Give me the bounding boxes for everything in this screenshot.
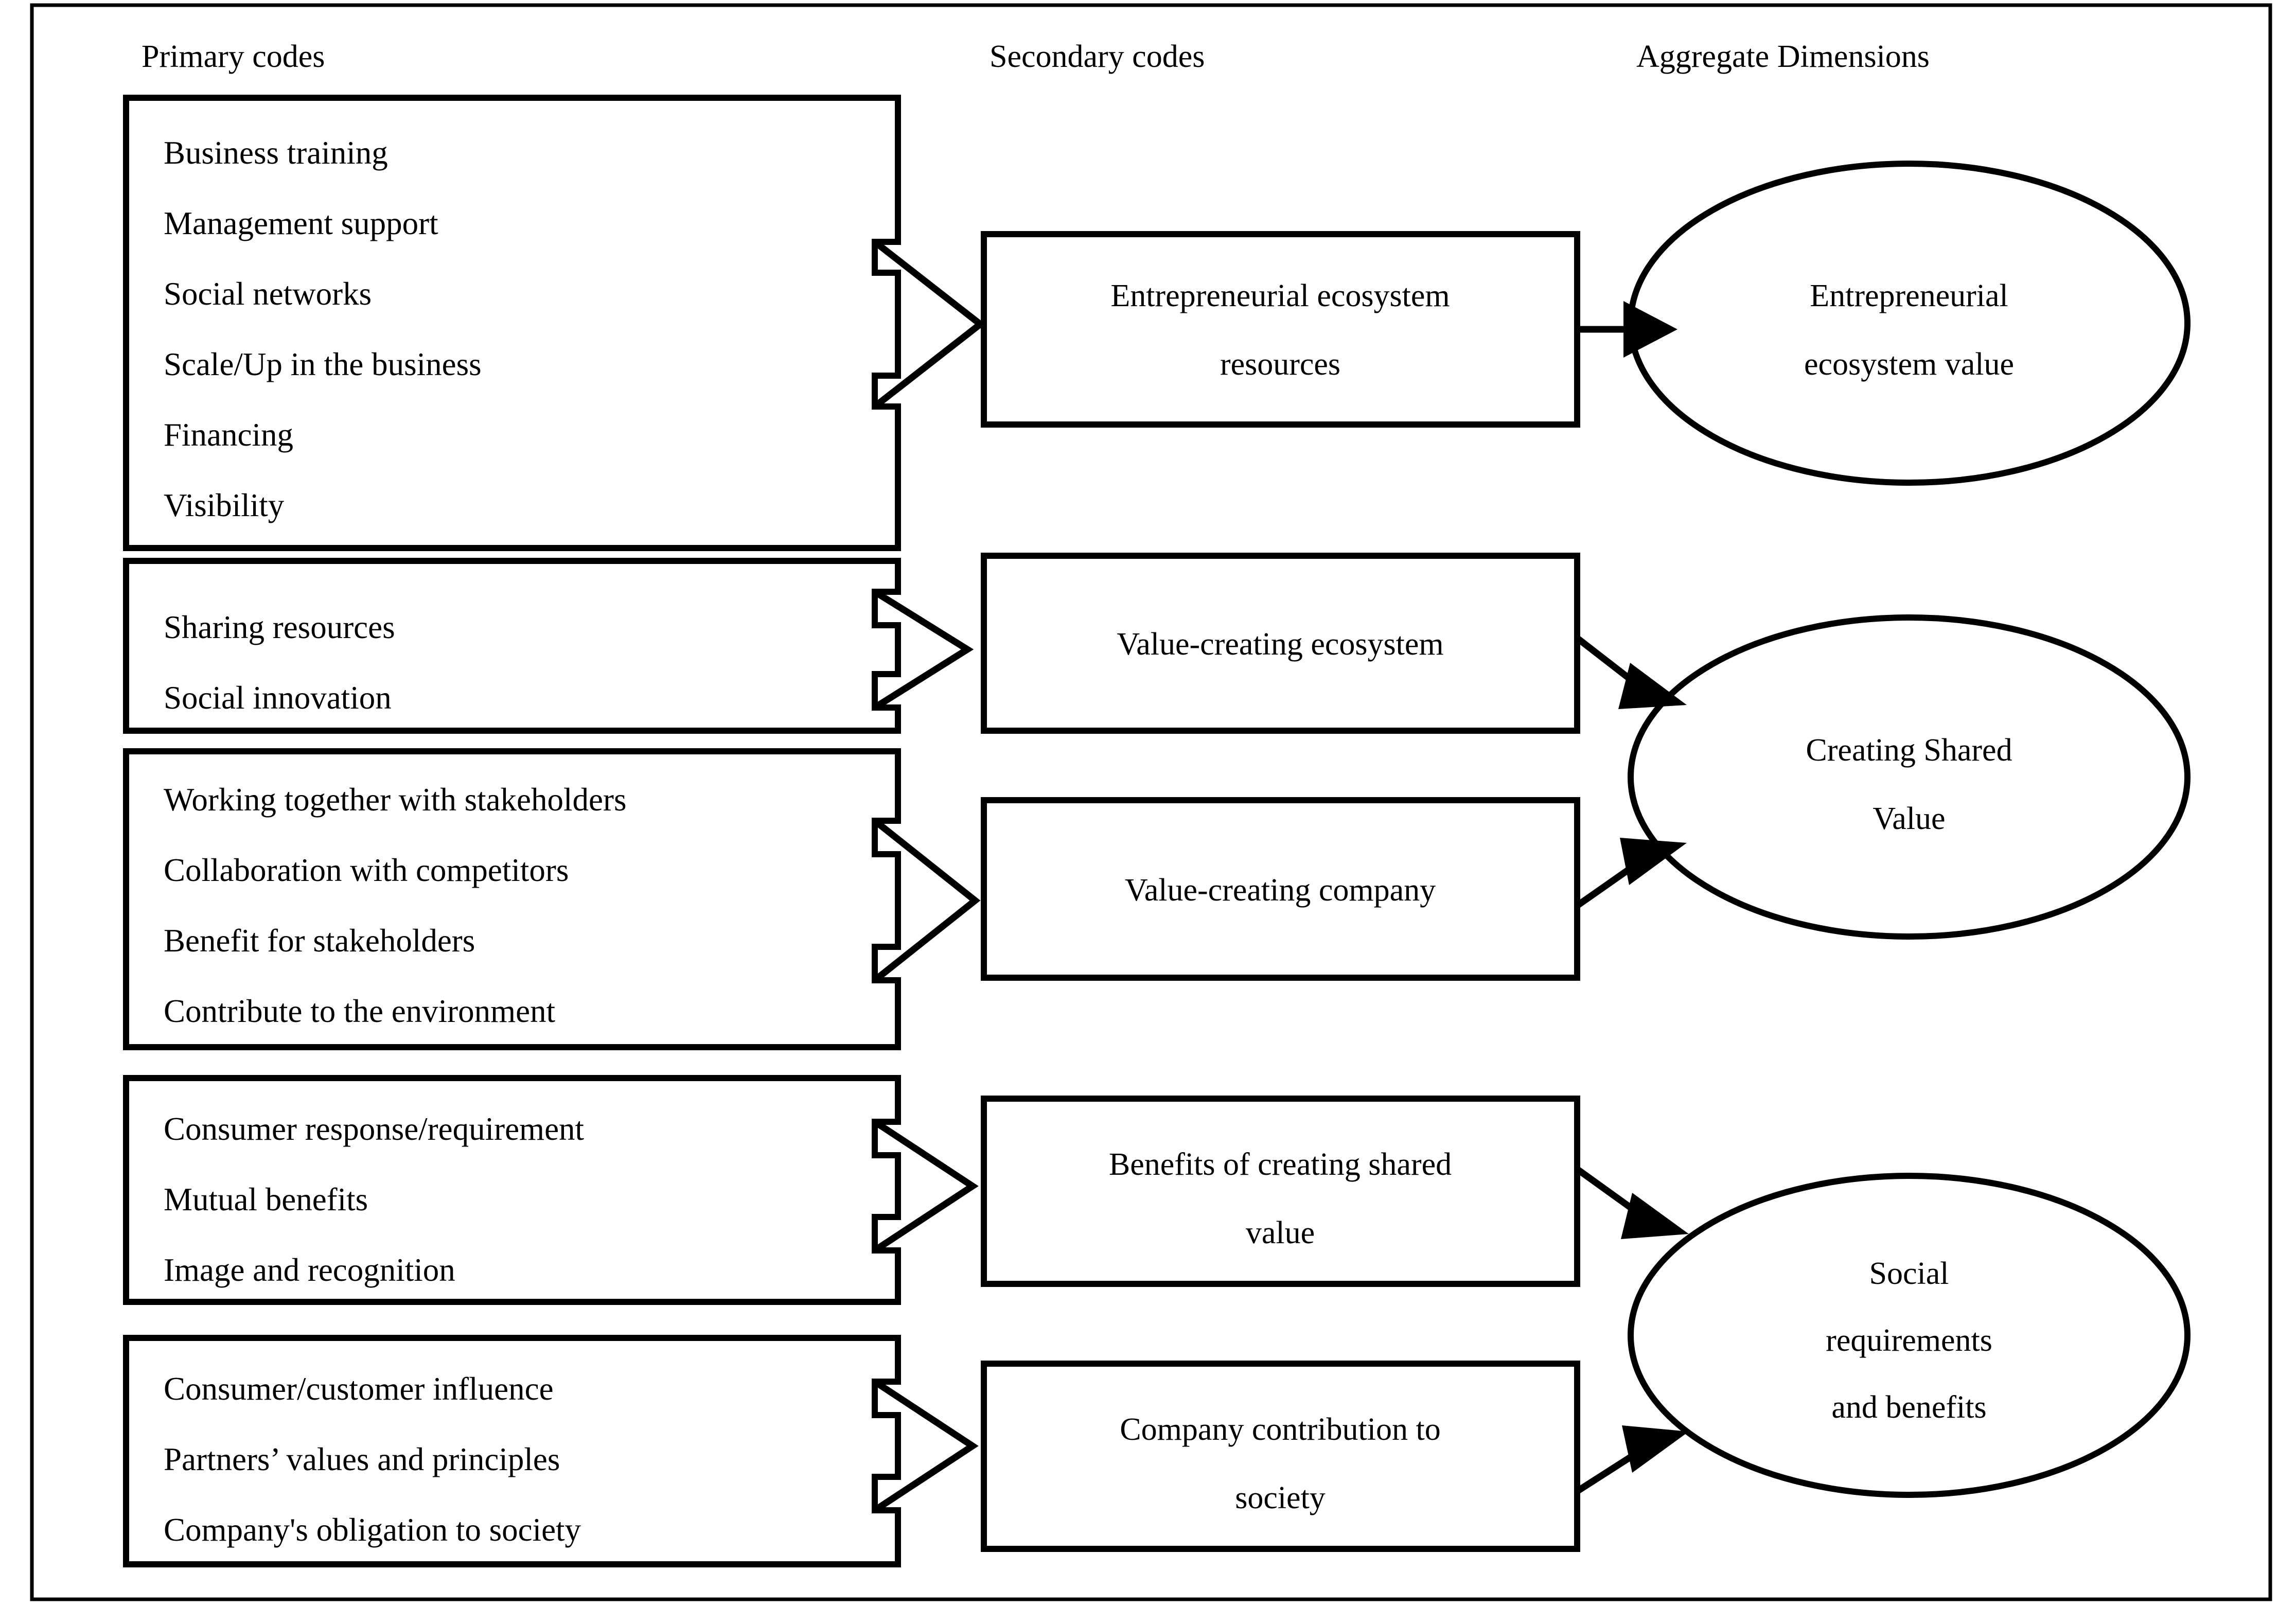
figure-border: [30, 3, 2272, 1601]
primary-item-label: Visibility: [164, 487, 285, 523]
secondary-code-label: Entrepreneurial ecosystem: [1110, 278, 1450, 313]
secondary-code-label: resources: [1220, 347, 1340, 382]
primary-item-label: Company's obligation to society: [164, 1512, 581, 1548]
aggregate-dimension-label: Value: [1873, 801, 1945, 836]
primary-item-label: Mutual benefits: [164, 1181, 368, 1217]
column-header-secondary: Secondary codes: [990, 39, 1205, 74]
primary-item-label: Consumer/customer influence: [164, 1371, 554, 1407]
primary-group-box-3: [123, 748, 901, 1050]
arrow-head-sec4-agg3: [1621, 1193, 1689, 1239]
primary-group-box-1: [123, 95, 901, 551]
primary-group-box-4: [123, 1075, 901, 1305]
secondary-code-box-4: [981, 1096, 1580, 1287]
arrow-head-sec5-agg3: [1622, 1425, 1689, 1473]
primary-item-label: Benefit for stakeholders: [164, 923, 475, 959]
primary-item-label: Scale/Up in the business: [164, 346, 482, 382]
primary-item-label: Social networks: [164, 276, 372, 312]
aggregate-dimension-label: ecosystem value: [1804, 347, 2014, 382]
secondary-code-box-2: [981, 553, 1580, 734]
primary-item-label: Working together with stakeholders: [164, 782, 626, 818]
aggregate-dimension-label: requirements: [1826, 1323, 1992, 1358]
primary-item-label: Business training: [164, 135, 388, 171]
secondary-code-box-5: [981, 1361, 1580, 1552]
arrow-head-sec3-agg2: [1620, 838, 1687, 885]
secondary-code-box-1: [981, 231, 1580, 428]
primary-group-box-5: [123, 1335, 901, 1567]
secondary-code-label: Value-creating ecosystem: [1117, 627, 1443, 662]
chevron-connector-1: [873, 239, 986, 410]
column-header-primary: Primary codes: [142, 39, 325, 74]
aggregate-dimension-ellipse-2: [1628, 614, 2191, 940]
secondary-code-label: value: [1246, 1215, 1315, 1250]
primary-item-label: Consumer response/requirement: [164, 1111, 585, 1147]
secondary-code-label: society: [1235, 1480, 1326, 1515]
chevron-connector-4: [873, 1119, 979, 1254]
aggregate-dimension-label: and benefits: [1831, 1390, 1986, 1425]
primary-item-label: Sharing resources: [164, 609, 395, 645]
primary-item-label: Social innovation: [164, 680, 392, 716]
secondary-code-label: Company contribution to: [1120, 1412, 1440, 1447]
column-header-aggregate: Aggregate Dimensions: [1636, 39, 1930, 74]
secondary-code-label: Value-creating company: [1125, 873, 1436, 908]
primary-group-box-2: [123, 558, 901, 734]
primary-item-label: Collaboration with competitors: [164, 852, 569, 888]
primary-item-label: Financing: [164, 417, 293, 453]
aggregate-dimension-ellipse-1: [1628, 161, 2191, 486]
primary-item-label: Partners’ values and principles: [164, 1441, 560, 1477]
chevron-connector-2: [873, 589, 974, 711]
primary-item-label: Management support: [164, 205, 438, 241]
chevron-connector-5: [873, 1379, 979, 1513]
primary-item-label: Contribute to the environment: [164, 993, 556, 1029]
secondary-code-label: Benefits of creating shared: [1109, 1147, 1452, 1182]
arrow-head-sec1-agg1: [1623, 301, 1677, 358]
secondary-code-box-3: [981, 797, 1580, 981]
aggregate-dimension-label: Creating Shared: [1806, 733, 2012, 768]
aggregate-dimension-label: Entrepreneurial: [1810, 278, 2008, 313]
primary-item-label: Image and recognition: [164, 1252, 455, 1288]
aggregate-dimension-ellipse-3: [1628, 1173, 2191, 1498]
chevron-connector-3: [872, 818, 981, 983]
arrow-head-sec2-agg2: [1618, 663, 1687, 709]
aggregate-dimension-label: Social: [1869, 1256, 1949, 1291]
